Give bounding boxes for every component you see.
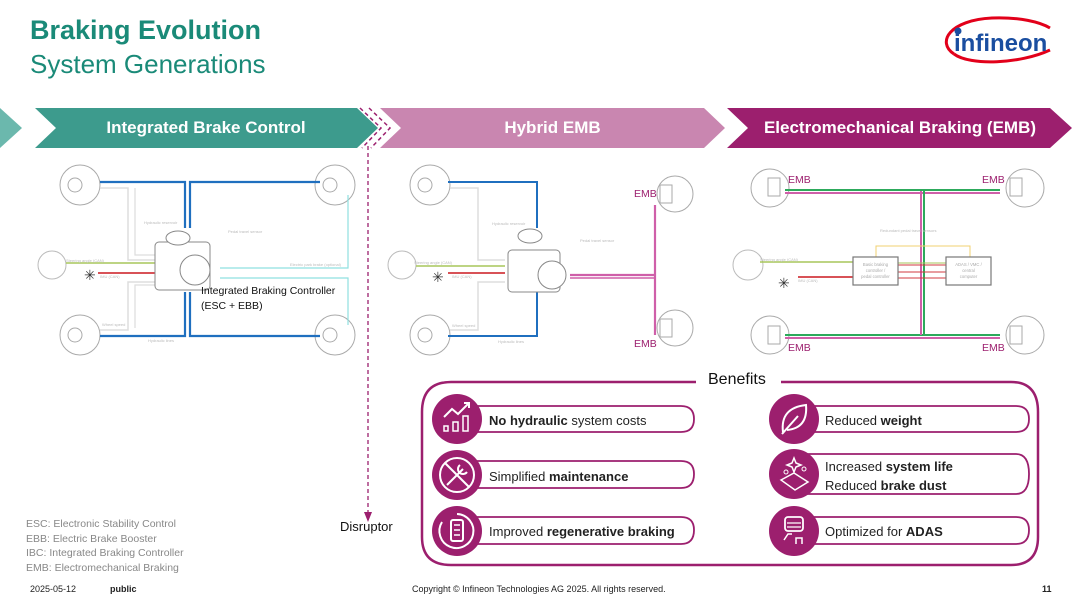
infineon-logo: infineon — [944, 16, 1051, 64]
wheel-front-left — [409, 164, 451, 206]
benefit-system-life: Increased system life Reduced brake dust — [825, 459, 953, 493]
stage-label-emb: Electromechanical Braking (EMB) — [763, 118, 1037, 137]
arrow-down-icon — [364, 512, 372, 522]
svg-text:central: central — [962, 268, 975, 273]
emb-label: EMB — [982, 342, 1005, 354]
stage-arrow-hybrid — [380, 108, 725, 148]
hybrid-emb-diagram: ✳ Hydraulic reservoir Pedal travel senso… — [387, 164, 694, 356]
previous-stage-arrow — [0, 108, 22, 148]
abbreviation-emb: EMB: Electromechanical Braking — [26, 561, 179, 574]
svg-text:Steering angle (CAN): Steering angle (CAN) — [760, 257, 799, 262]
benefits-panel — [420, 380, 1040, 567]
wheel-front-left — [59, 164, 101, 206]
sparkle-clean-icon — [769, 449, 819, 499]
abbreviation-ibc: IBC: Integrated Braking Controller — [26, 547, 184, 559]
adas-computer-box — [945, 256, 992, 286]
disruptor-line — [364, 146, 372, 522]
battery-regen-icon — [432, 506, 482, 556]
benefit-adas: Optimized for ADAS — [825, 524, 943, 539]
ibc-diagram: ✳ Hydraulic reservoir Pedal travel senso… — [37, 164, 356, 356]
stage-arrow-emb — [727, 108, 1072, 148]
benefit-no-hydraulic: No hydraulic system costs — [489, 413, 647, 428]
emb-wheel-front-right — [656, 175, 694, 213]
stage-label-ibc: Integrated Brake Control — [106, 118, 306, 137]
emb-label: EMB — [634, 338, 657, 350]
svg-text:Hydraulic lines: Hydraulic lines — [498, 339, 524, 344]
disruptor-label: Disruptor — [340, 519, 393, 534]
wheel-rear-right — [314, 314, 356, 356]
abbreviation-ebb: EBB: Electric Brake Booster — [26, 532, 157, 545]
svg-text:Pedal travel sensor: Pedal travel sensor — [580, 238, 615, 243]
imu-sensor-icon: ✳ — [84, 267, 96, 283]
svg-text:ADAS / VMC /: ADAS / VMC / — [955, 262, 982, 267]
abbreviation-esc: ESC: Electronic Stability Control — [26, 518, 176, 530]
page-title: Braking Evolution — [30, 15, 262, 45]
emb-label: EMB — [788, 174, 811, 186]
emb-diagram: ✳ Basic braking controller / pedal contr… — [732, 168, 1045, 355]
emb-wheel-rear-right — [1005, 315, 1045, 355]
no-wrench-icon — [432, 450, 482, 500]
footer-classification: public — [110, 584, 137, 594]
svg-text:Steering angle (CAN): Steering angle (CAN) — [66, 258, 105, 263]
svg-text:Wheel speed: Wheel speed — [452, 323, 475, 328]
svg-text:Pedal travel sensor: Pedal travel sensor — [228, 229, 263, 234]
car-adas-icon — [769, 506, 819, 556]
steering-wheel-icon — [37, 250, 67, 280]
svg-text:Steering angle (CAN): Steering angle (CAN) — [414, 260, 453, 265]
emb-wheel-rear-right — [656, 309, 694, 347]
svg-text:Hydraulic reservoir: Hydraulic reservoir — [492, 221, 526, 226]
logo-text: infineon — [954, 30, 1047, 57]
emb-wheel-front-left — [750, 168, 790, 208]
stage-label-hybrid: Hybrid EMB — [504, 118, 601, 137]
svg-text:Basic braking: Basic braking — [863, 262, 889, 267]
stage-arrows — [0, 107, 1072, 149]
benefit-maintenance: Simplified maintenance — [489, 469, 629, 484]
svg-text:IMU (CAN): IMU (CAN) — [798, 278, 818, 283]
chart-growth-icon — [432, 394, 482, 444]
emb-label: EMB — [788, 342, 811, 354]
emb-wheel-front-right — [1005, 168, 1045, 208]
emb-label: EMB — [982, 174, 1005, 186]
svg-text:Wheel speed: Wheel speed — [102, 322, 125, 327]
emb-label: EMB — [634, 188, 657, 200]
svg-text:IMU (CAN): IMU (CAN) — [452, 274, 472, 279]
svg-text:Electric park brake (optional): Electric park brake (optional) — [290, 262, 342, 267]
svg-text:IMU (CAN): IMU (CAN) — [100, 274, 120, 279]
svg-text:controller /: controller / — [866, 268, 886, 273]
imu-sensor-icon: ✳ — [432, 269, 444, 285]
benefit-regen-braking: Improved regenerative braking — [489, 524, 675, 539]
leaf-icon — [769, 394, 819, 444]
benefits-title: Benefits — [704, 371, 770, 389]
footer-copyright: Copyright © Infineon Technologies AG 202… — [412, 584, 666, 594]
page-subtitle: System Generations — [30, 49, 266, 79]
svg-text:Redundant pedal travel sensors: Redundant pedal travel sensors — [880, 228, 936, 233]
benefit-weight: Reduced weight — [825, 413, 922, 428]
svg-text:computer: computer — [960, 274, 978, 279]
stage-arrow-ibc — [35, 108, 378, 148]
wheel-rear-left — [409, 314, 451, 356]
emb-wheel-rear-left — [750, 315, 790, 355]
imu-sensor-icon: ✳ — [778, 275, 790, 291]
svg-text:Hydraulic reservoir: Hydraulic reservoir — [144, 220, 178, 225]
basic-braking-controller-box — [852, 256, 899, 286]
footer-date: 2025-05-12 — [30, 584, 77, 594]
page-number: 11 — [1042, 584, 1052, 594]
wheel-front-right — [314, 164, 356, 206]
svg-text:Hydraulic lines: Hydraulic lines — [148, 338, 174, 343]
wheel-rear-left — [59, 314, 101, 356]
steering-wheel-icon — [732, 249, 764, 281]
svg-text:pedal controller: pedal controller — [861, 274, 890, 279]
steering-wheel-icon — [387, 250, 417, 280]
ibc-controller-label: Integrated Braking Controller (ESC + EBB… — [201, 285, 336, 312]
